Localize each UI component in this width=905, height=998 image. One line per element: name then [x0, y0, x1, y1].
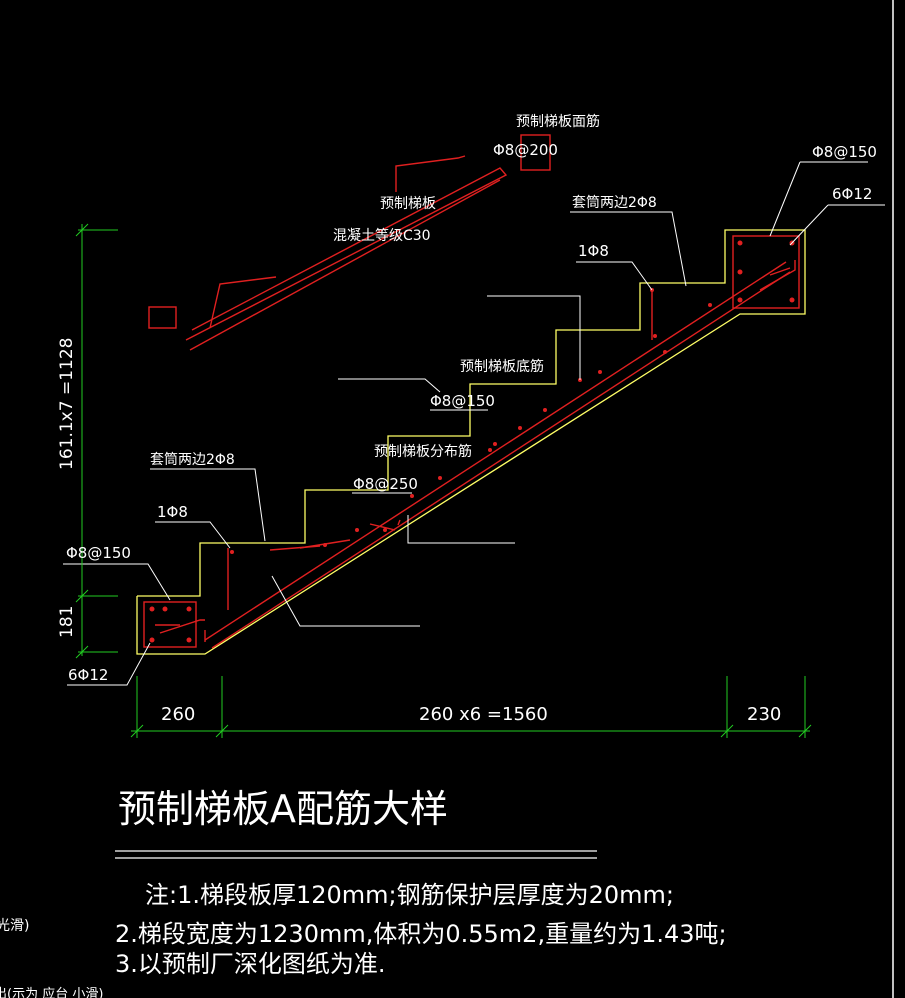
- right-single-bar-label: 1Φ8: [578, 242, 609, 260]
- dim-height-total: 161.1x7 =1128: [57, 338, 77, 470]
- dim-width-right: 230: [747, 704, 781, 725]
- top-bar-spec: Φ8@200: [493, 141, 558, 159]
- note-line-1: 注:1.梯段板厚120mm;钢筋保护层厚度为20mm;: [145, 881, 674, 909]
- right-edge-bars-label: 套筒两边2Φ8: [572, 194, 657, 211]
- edge-fragment-1: 光滑): [0, 917, 29, 934]
- bottom-bar-spec: Φ8@150: [430, 392, 495, 410]
- dimension-lines: [75, 223, 812, 738]
- note-line-3: 3.以预制厂深化图纸为准.: [115, 950, 386, 978]
- dist-bar-spec: Φ8@250: [353, 475, 418, 493]
- slab-name: 预制梯板: [380, 196, 436, 212]
- stair-outline: [136, 229, 806, 655]
- left-single-bar-label: 1Φ8: [157, 503, 188, 521]
- dist-bar-name: 预制梯板分布筋: [374, 443, 472, 460]
- drawing-title: 预制梯板A配筋大样: [118, 787, 448, 831]
- dim-width-mid: 260 x6 =1560: [419, 704, 548, 725]
- dim-width-left: 260: [161, 704, 195, 725]
- rebar-dots: [149, 240, 795, 643]
- left-long-bars-label: 6Φ12: [68, 666, 108, 684]
- concrete-grade: 混凝土等级C30: [333, 227, 431, 244]
- left-edge-bars-label: 套筒两边2Φ8: [150, 451, 235, 468]
- dim-height-step: 181: [57, 606, 77, 638]
- right-long-bars-label: 6Φ12: [832, 185, 872, 203]
- top-bar-name: 预制梯板面筋: [516, 113, 600, 130]
- left-stirrup-label: Φ8@150: [66, 544, 131, 562]
- bottom-bar-name: 预制梯板底筋: [460, 358, 544, 375]
- leader-lines: [63, 161, 885, 686]
- edge-fragment-2: 出(示为 应台 小滑): [0, 986, 103, 998]
- right-stirrup-label: Φ8@150: [812, 143, 877, 161]
- rebar: [143, 134, 800, 649]
- note-line-2: 2.梯段宽度为1230mm,体积为0.55m2,重量约为1.43吨;: [115, 920, 727, 948]
